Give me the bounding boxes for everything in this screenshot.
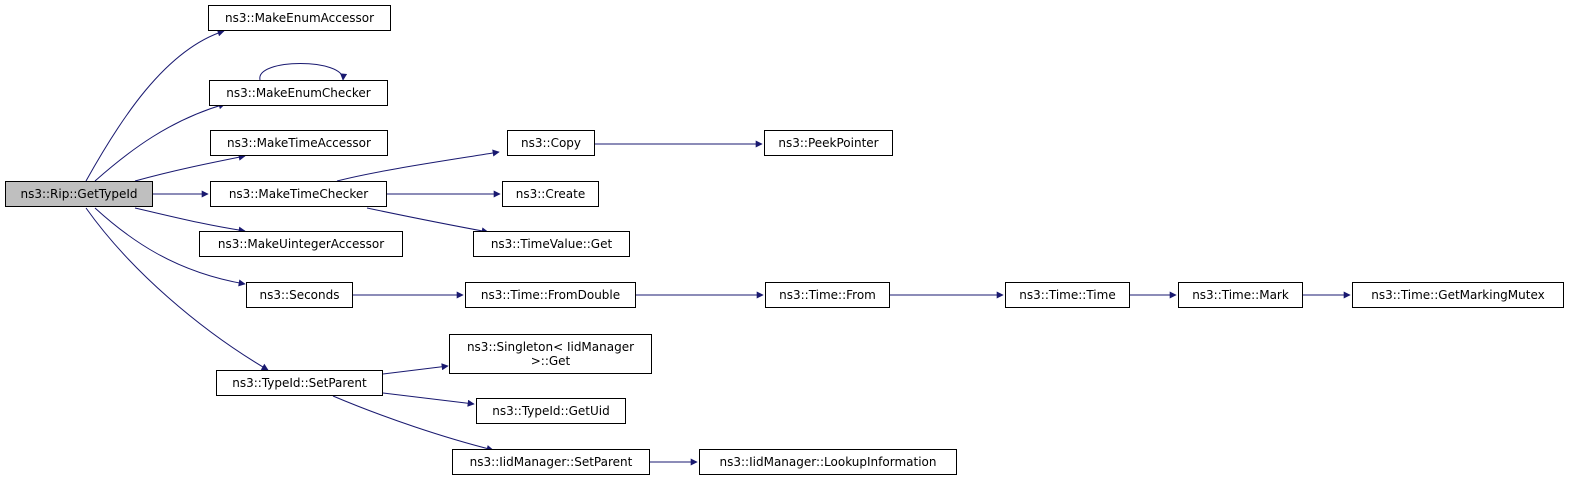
node-singleton-get[interactable]: ns3::Singleton< IidManager >::Get (449, 334, 652, 374)
node-make-time-accessor[interactable]: ns3::MakeTimeAccessor (210, 130, 388, 156)
edge-gettypeid-makeenumchecker (94, 102, 226, 182)
node-seconds[interactable]: ns3::Seconds (246, 282, 353, 308)
node-create[interactable]: ns3::Create (502, 181, 599, 207)
node-time-from[interactable]: ns3::Time::From (765, 282, 890, 308)
node-time-from-double[interactable]: ns3::Time::FromDouble (465, 282, 636, 308)
node-time-get-marking-mutex[interactable]: ns3::Time::GetMarkingMutex (1352, 282, 1564, 308)
node-make-uinteger-accessor[interactable]: ns3::MakeUintegerAccessor (199, 231, 403, 257)
edge-maketimechecker-copy (336, 149, 500, 182)
edge-gettypeid-maketimeaccessor (134, 153, 246, 182)
node-rip-gettypeid: ns3::Rip::GetTypeId (5, 181, 153, 207)
node-make-enum-checker[interactable]: ns3::MakeEnumChecker (209, 80, 388, 106)
node-typeid-set-parent[interactable]: ns3::TypeId::SetParent (216, 370, 383, 396)
edge-setparent-singleton-get (382, 363, 449, 375)
node-make-enum-accessor[interactable]: ns3::MakeEnumAccessor (208, 5, 391, 31)
node-make-time-checker[interactable]: ns3::MakeTimeChecker (210, 181, 387, 207)
node-timevalue-get[interactable]: ns3::TimeValue::Get (473, 231, 630, 257)
node-time-mark[interactable]: ns3::Time::Mark (1178, 282, 1303, 308)
edge-setparent-iidmanager-setparent (332, 395, 494, 452)
edge-gettypeid-makeuintegeraccessor (134, 207, 246, 234)
edge-gettypeid-seconds (94, 207, 246, 287)
node-iidmanager-set-parent[interactable]: ns3::IidManager::SetParent (452, 449, 650, 475)
edge-makeenumchecker-self (259, 63, 348, 81)
node-iidmanager-lookup-information[interactable]: ns3::IidManager::LookupInformation (699, 449, 957, 475)
node-time-time[interactable]: ns3::Time::Time (1005, 282, 1130, 308)
edge-gettypeid-makeenumaccessor (85, 29, 225, 182)
edge-maketimechecker-timevalue-get (366, 207, 489, 235)
node-typeid-get-uid[interactable]: ns3::TypeId::GetUid (476, 398, 626, 424)
node-peek-pointer[interactable]: ns3::PeekPointer (764, 130, 893, 156)
node-copy[interactable]: ns3::Copy (507, 130, 595, 156)
edge-setparent-getuid (382, 392, 475, 407)
edge-gettypeid-typeid-setparent (85, 207, 269, 371)
